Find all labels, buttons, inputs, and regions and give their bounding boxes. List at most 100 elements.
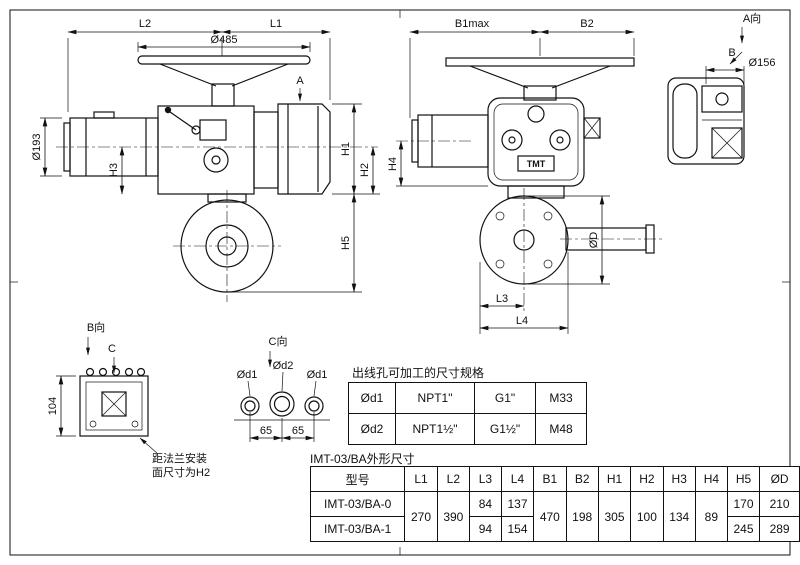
handwheel-side	[137, 55, 311, 65]
table-cell: 210	[759, 491, 800, 517]
table-cell: 100	[630, 491, 664, 542]
handwheel-hub	[211, 83, 235, 107]
dim-label-104: 104	[47, 397, 59, 415]
dim-label-b1max: B1max	[455, 18, 490, 30]
lever-knob	[164, 106, 172, 114]
dimension-table-title: IMT-03/BA外形尺寸	[310, 452, 415, 466]
view-arrow-label-a: A	[296, 75, 304, 87]
dimension-table-header-row: 型号 L1 L2 L3 L4 B1 B2 H1 H2 H3 H4 H5 ØD	[309, 466, 800, 492]
a-view-motor-end	[672, 83, 698, 159]
thread-table-title: 出线孔可加工的尺寸规格	[352, 366, 485, 380]
dim-label-h1: H1	[340, 142, 352, 156]
lever-pivot	[191, 125, 201, 135]
dim-label-l4: L4	[516, 315, 528, 327]
brand-label: TMT	[527, 159, 546, 169]
col-header-model: 型号	[309, 466, 406, 492]
nameplate	[517, 155, 555, 172]
side-view: L2 L1 Ø485 Ø193 H3	[31, 18, 380, 302]
dim-label-l3: L3	[496, 293, 508, 305]
table-cell: 137	[500, 491, 535, 517]
view-label-b: B向	[87, 320, 105, 334]
view-label-c: C向	[269, 334, 288, 348]
dim-label-d193: Ø193	[31, 134, 43, 161]
dim-label-l2: L2	[139, 18, 151, 30]
table-cell: NPT1½"	[395, 413, 475, 445]
hole-label-d2: Ød2	[273, 360, 294, 372]
dim-label-65b: 65	[292, 425, 304, 437]
table-cell: 154	[500, 516, 535, 542]
table-cell: M48	[535, 413, 587, 445]
gearbox-body-side	[157, 105, 255, 195]
dim-label-65a: 65	[260, 425, 272, 437]
table-cell: 245	[726, 516, 761, 542]
col-header: H2	[630, 466, 664, 492]
thread-spec-table: Ød1 NPT1" G1" M33 Ød2 NPT1½" G1½" M48	[348, 382, 587, 445]
hole-label-d1-right: Ød1	[307, 369, 328, 381]
col-header: H4	[694, 466, 728, 492]
table-cell: Ød1	[348, 382, 396, 414]
view-arrow-label-c: C	[108, 343, 116, 355]
dim-label-dd: ØD	[588, 232, 600, 249]
a-direction-view: A向 B Ø156	[667, 11, 776, 165]
table-cell-model: IMT-03/BA-1	[309, 516, 406, 542]
view-arrow-label-b: B	[728, 47, 735, 59]
table-cell: Ød2	[348, 413, 396, 445]
table-cell: 170	[726, 491, 761, 517]
front-view: B1max B2 TMT H4	[387, 18, 664, 334]
b-direction-view: B向 C 104 距法兰安装 面尺寸为H2	[47, 320, 210, 479]
dim-label-b2: B2	[580, 18, 593, 30]
position-indicator	[527, 105, 545, 123]
flange-note-line2: 面尺寸为H2	[152, 465, 210, 479]
table-cell: 305	[597, 491, 632, 542]
table-cell-model: IMT-03/BA-0	[309, 491, 406, 517]
table-cell: 289	[759, 516, 800, 542]
col-header: L3	[469, 466, 502, 492]
c-direction-view: C向 Ød1 Ød2 Ød1 65 65	[234, 334, 330, 442]
dim-label-d156: Ø156	[749, 57, 776, 69]
dim-label-h2: H2	[359, 163, 371, 177]
table-cell: 84	[469, 491, 502, 517]
handwheel-front	[445, 57, 635, 67]
col-header: L4	[500, 466, 535, 492]
col-header: B2	[565, 466, 599, 492]
col-header: L2	[436, 466, 471, 492]
control-knob-left	[501, 129, 523, 151]
a-view-body	[667, 77, 745, 165]
table-cell: 198	[565, 491, 599, 542]
a-view-flange	[711, 127, 743, 159]
control-knob-right	[549, 129, 571, 151]
dim-label-h4: H4	[387, 157, 399, 171]
table-cell: 134	[662, 491, 696, 542]
table-cell: G1½"	[474, 413, 536, 445]
table-row: IMT-03/BA-0 270 390 84 137 470 198 305 1…	[309, 491, 800, 542]
table-cell: G1"	[474, 382, 536, 414]
table-cell: M33	[535, 382, 587, 414]
table-cell: 270	[404, 491, 438, 542]
table-row: Ød1 NPT1" G1" M33	[348, 382, 587, 414]
drawing-frame	[9, 9, 791, 556]
table-cell: 390	[436, 491, 471, 542]
view-label-a: A向	[743, 11, 761, 25]
table-row: Ød2 NPT1½" G1½" M48	[348, 413, 587, 445]
col-header: B1	[533, 466, 567, 492]
dim-label-l1: L1	[270, 18, 282, 30]
dim-label-h5: H5	[340, 236, 352, 250]
dim-label-h3: H3	[108, 163, 120, 177]
mounting-flange-block	[79, 375, 149, 437]
flange-note-line1: 距法兰安装	[152, 451, 207, 465]
table-cell: NPT1"	[395, 382, 475, 414]
hole-label-d1-left: Ød1	[237, 369, 258, 381]
dim-label-d485: Ø485	[211, 34, 238, 46]
table-cell: 470	[533, 491, 567, 542]
col-header: L1	[404, 466, 438, 492]
table-cell: 89	[694, 491, 728, 542]
col-header: H5	[726, 466, 761, 492]
table-cell: 94	[469, 516, 502, 542]
table-row: IMT-03/BA-1 94 154 245 289	[309, 516, 800, 542]
dimension-table: 型号 L1 L2 L3 L4 B1 B2 H1 H2 H3 H4 H5 ØD I…	[309, 466, 800, 542]
col-header: ØD	[759, 466, 800, 492]
thrust-base-side	[277, 103, 331, 195]
col-header: H1	[597, 466, 632, 492]
